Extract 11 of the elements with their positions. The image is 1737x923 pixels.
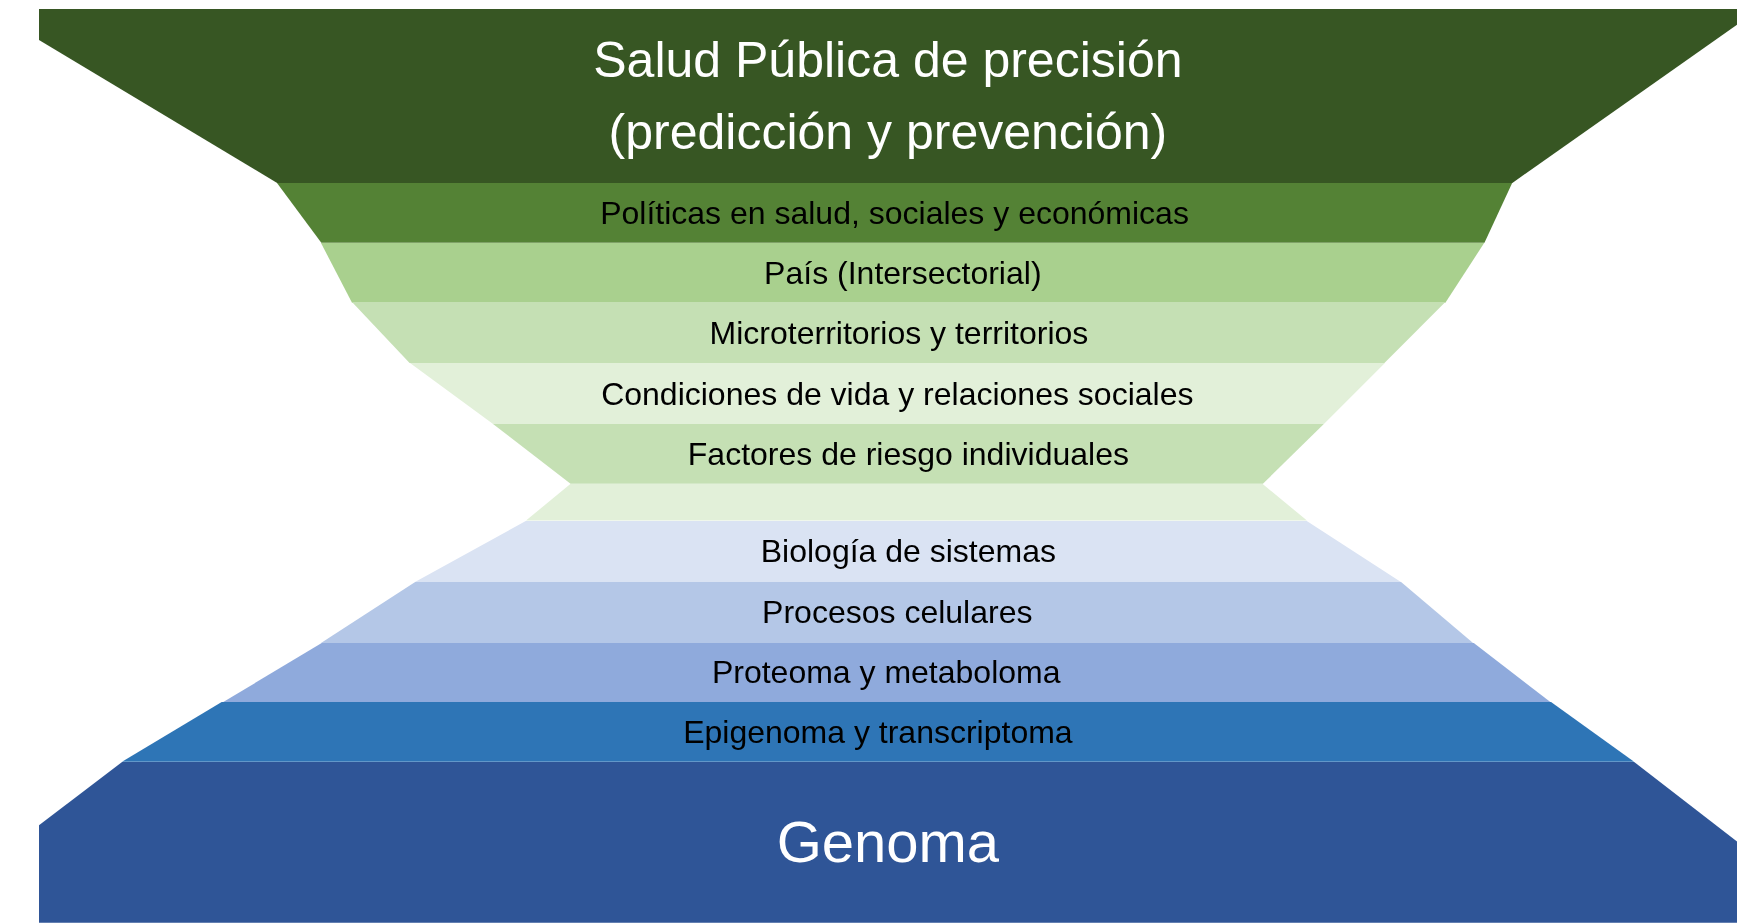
band-label: País (Intersectorial) <box>764 253 1042 293</box>
band-label: Salud Pública de precisión (predicción y prevención) <box>592 30 1184 162</box>
band-label: Políticas en salud, sociales y económicas <box>600 193 1189 233</box>
band-label: Proteoma y metaboloma <box>711 653 1061 693</box>
band-label: Procesos celulares <box>762 592 1033 632</box>
band-label: Microterritorios y territorios <box>709 313 1089 353</box>
band-label: Genoma <box>776 808 1000 877</box>
band-label: Epigenoma y transcriptoma <box>683 713 1073 753</box>
band-label: Condiciones de vida y relaciones sociales <box>601 374 1194 414</box>
band-label: Biología de sistemas <box>760 531 1056 571</box>
band-label: Factores de riesgo individuales <box>687 435 1129 474</box>
